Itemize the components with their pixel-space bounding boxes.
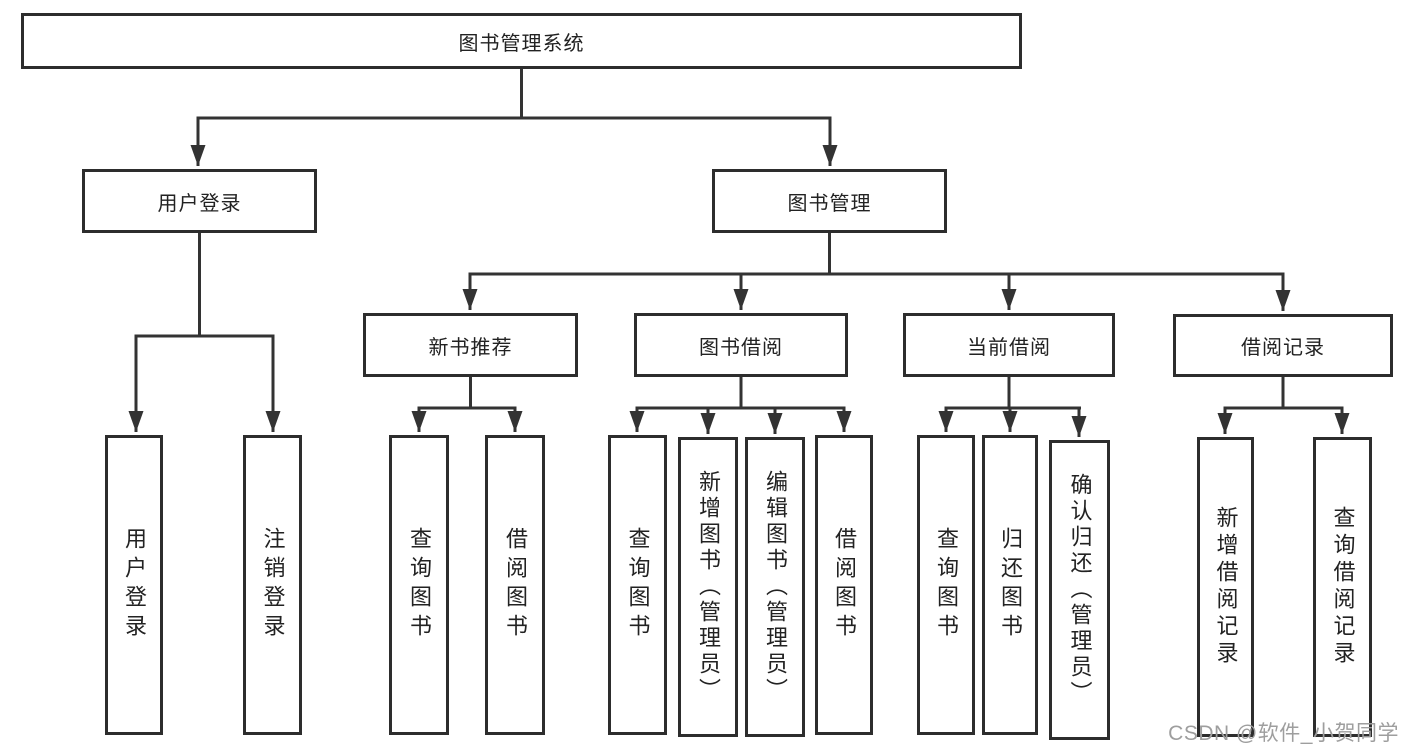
leaf-query-books-current-label: 查询图书 — [934, 527, 959, 643]
leaf-user-login-label: 用户登录 — [122, 527, 147, 643]
leaf-query-borrow-record: 查询借阅记录 — [1313, 437, 1372, 737]
leaf-add-borrow-record: 新增借阅记录 — [1197, 437, 1254, 737]
leaf-user-login: 用户登录 — [105, 435, 163, 735]
leaf-return-books: 归还图书 — [982, 435, 1038, 735]
node-book-management-label: 图书管理 — [787, 192, 872, 215]
node-new-book-recommend-label: 新书推荐 — [428, 336, 513, 359]
leaf-query-books-current: 查询图书 — [917, 435, 975, 735]
leaf-return-books-label: 归还图书 — [998, 527, 1023, 643]
leaf-borrow-books: 借阅图书 — [815, 435, 873, 735]
leaf-add-borrow-record-label: 新增借阅记录 — [1213, 506, 1239, 668]
node-current-borrow-label: 当前借阅 — [967, 336, 1051, 359]
node-current-borrow: 当前借阅 — [903, 313, 1115, 377]
node-borrow-records: 借阅记录 — [1173, 314, 1393, 377]
node-borrow-records-label: 借阅记录 — [1241, 337, 1325, 359]
leaf-confirm-return-admin: 确认归还（管理员） — [1049, 440, 1110, 740]
node-root: 图书管理系统 — [21, 13, 1022, 69]
leaf-query-books-recommend: 查询图书 — [389, 435, 449, 735]
leaf-logout: 注销登录 — [243, 435, 302, 735]
leaf-query-books-borrow-label: 查询图书 — [625, 527, 651, 643]
leaf-borrow-books-recommend-label: 借阅图书 — [503, 527, 528, 643]
leaf-borrow-books-recommend: 借阅图书 — [485, 435, 545, 735]
leaf-add-books-admin: 新增图书（管理员） — [678, 437, 738, 737]
csdn-watermark: CSDN @软件_小贺同学 — [1168, 722, 1399, 745]
node-root-label: 图书管理系统 — [458, 32, 585, 55]
leaf-query-books-borrow: 查询图书 — [608, 435, 667, 735]
node-book-borrow-label: 图书借阅 — [699, 336, 783, 359]
leaf-add-books-admin-label: 新增图书（管理员） — [696, 470, 721, 704]
leaf-edit-books-admin-label: 编辑图书（管理员） — [763, 470, 788, 704]
node-user-login: 用户登录 — [82, 169, 317, 233]
leaf-confirm-return-admin-label: 确认归还（管理员） — [1067, 473, 1093, 707]
node-new-book-recommend: 新书推荐 — [363, 313, 578, 377]
leaf-query-borrow-record-label: 查询借阅记录 — [1330, 506, 1356, 668]
node-book-borrow: 图书借阅 — [634, 313, 848, 377]
leaf-borrow-books-label: 借阅图书 — [832, 527, 857, 643]
leaf-edit-books-admin: 编辑图书（管理员） — [745, 437, 805, 737]
node-user-login-label: 用户登录 — [157, 192, 242, 215]
leaf-logout-label: 注销登录 — [260, 527, 286, 643]
leaf-query-books-recommend-label: 查询图书 — [407, 527, 432, 643]
node-book-management: 图书管理 — [712, 169, 947, 233]
